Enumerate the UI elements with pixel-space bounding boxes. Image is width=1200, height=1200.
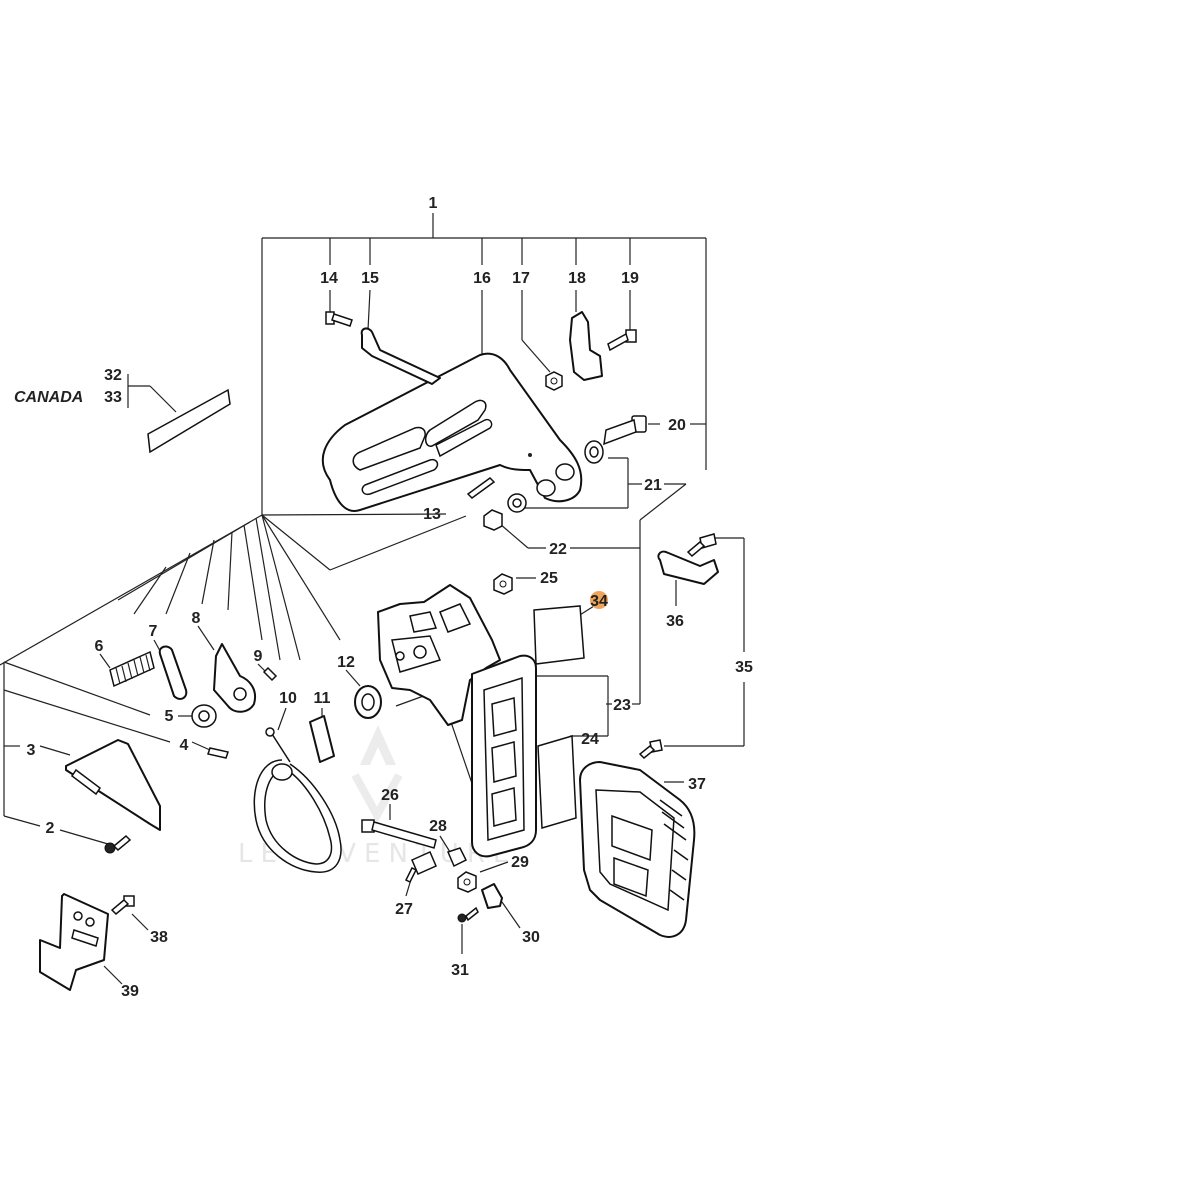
callout-4: 4 (180, 737, 189, 754)
callout-14: 14 (320, 270, 338, 287)
sheet-24 (537, 735, 577, 829)
callout-34: 34 (590, 593, 608, 610)
callouts: 1 2 3 4 5 6 7 8 9 10 11 12 13 14 15 16 1… (14, 195, 753, 1000)
callout-10: 10 (279, 690, 297, 707)
part-30 (481, 883, 503, 909)
callout-33: 33 (104, 389, 122, 406)
callout-30: 30 (522, 929, 540, 946)
screw-19 (607, 329, 637, 352)
chain-brake-housing (377, 584, 501, 726)
cover-37 (579, 761, 696, 938)
callout-29: 29 (511, 854, 529, 871)
callout-23: 23 (613, 697, 631, 714)
callout-27: 27 (395, 901, 413, 918)
callout-19: 19 (621, 270, 639, 287)
block-11 (309, 715, 335, 763)
callout-11: 11 (314, 690, 331, 707)
callout-20: 20 (668, 417, 686, 434)
callout-21: 21 (644, 477, 662, 494)
callout-37: 37 (688, 776, 706, 793)
callout-1: 1 (429, 195, 438, 212)
callout-18: 18 (568, 270, 586, 287)
callout-5: 5 (165, 708, 174, 725)
link-7 (158, 645, 188, 700)
label-32-33 (147, 388, 231, 454)
region-label: CANADA (14, 389, 83, 406)
screw-38 (110, 895, 135, 916)
plate-18 (569, 311, 603, 381)
callout-31: 31 (451, 962, 469, 979)
pin-4 (207, 747, 229, 759)
callout-2: 2 (46, 820, 55, 837)
adjuster-26 (361, 819, 437, 849)
nut-25 (493, 573, 513, 595)
washer-5 (191, 704, 217, 728)
screw-2 (104, 834, 132, 854)
highlight-marker (590, 591, 608, 609)
screw-35 (638, 739, 663, 760)
callout-7: 7 (149, 623, 158, 640)
bolt-14 (325, 311, 353, 327)
callout-6: 6 (95, 638, 104, 655)
lever-36 (657, 533, 719, 585)
leader-lines (0, 213, 745, 985)
nut-29 (457, 871, 477, 893)
callout-16: 16 (473, 270, 491, 287)
callout-15: 15 (361, 270, 379, 287)
washers-21 (507, 440, 604, 513)
clip-15 (360, 327, 441, 385)
bar-cover (321, 352, 583, 512)
plate-8 (213, 643, 256, 713)
callout-17: 17 (512, 270, 530, 287)
parts (39, 311, 719, 991)
callout-8: 8 (192, 610, 201, 627)
callout-22: 22 (549, 541, 567, 558)
callout-35: 35 (735, 659, 753, 676)
callout-3: 3 (27, 742, 36, 759)
callout-25: 25 (540, 570, 558, 587)
pin-9 (262, 666, 278, 682)
part-27 (404, 851, 437, 884)
callout-13: 13 (423, 506, 441, 523)
callout-12: 12 (337, 654, 355, 671)
sprocket-12 (354, 685, 382, 719)
spring-6 (109, 650, 155, 688)
brake-band-10 (253, 727, 342, 873)
callout-39: 39 (121, 983, 139, 1000)
callout-26: 26 (381, 787, 399, 804)
nut-17 (545, 371, 563, 391)
plate-39 (39, 893, 109, 991)
callout-28: 28 (429, 818, 447, 835)
callout-24: 24 (581, 731, 599, 748)
frame-23 (471, 654, 537, 858)
screw-31 (457, 906, 479, 923)
nut-22 (483, 509, 503, 531)
bolt-20 (603, 415, 647, 446)
callout-32: 32 (104, 367, 122, 384)
callout-9: 9 (254, 648, 263, 665)
part-28 (446, 847, 468, 868)
pin-13 (466, 477, 496, 499)
bracket-3 (65, 739, 161, 831)
callout-36: 36 (666, 613, 684, 630)
label-34 (533, 605, 585, 665)
callout-38: 38 (150, 929, 168, 946)
